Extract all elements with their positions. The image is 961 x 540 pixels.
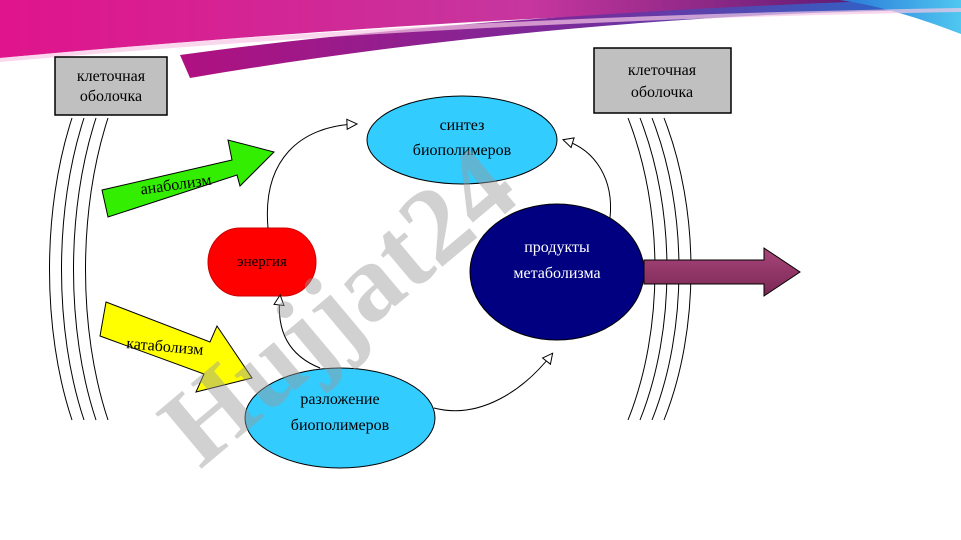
connector-arrows xyxy=(266,124,612,412)
metabolism-products-line2: метаболизма xyxy=(513,265,600,282)
breakdown-line2: биополимеров xyxy=(291,417,390,434)
metabolism-products-line1: продукты xyxy=(524,239,590,256)
synthesis-line1: синтез xyxy=(440,117,485,134)
cell-membrane-right-line2: оболочка xyxy=(631,84,693,101)
cell-membrane-left-line2: оболочка xyxy=(80,88,142,105)
metabolism-products-node: продукты метаболизма xyxy=(469,203,645,341)
synthesis-line2: биополимеров xyxy=(413,142,512,159)
energy-to-synthesis-arrow xyxy=(266,124,356,229)
cell-membrane-left-box: клеточная оболочка xyxy=(54,56,168,116)
cell-membrane-right-box: клеточная оболочка xyxy=(593,47,732,114)
left-membrane-arcs xyxy=(49,117,109,421)
output-arrow xyxy=(643,247,801,297)
energy-label: энергия xyxy=(237,254,287,270)
cell-membrane-right-line1: клеточная xyxy=(628,62,697,79)
energy-node: энергия xyxy=(207,227,317,297)
anabolism-arrow: анаболизм xyxy=(101,139,275,218)
cell-membrane-left-line1: клеточная xyxy=(77,68,146,85)
catabolism-arrow: катаболизм xyxy=(99,301,253,393)
breakdown-line1: разложение xyxy=(300,391,379,408)
products-to-synthesis-arrow xyxy=(564,140,612,219)
breakdown-to-products-arrow xyxy=(433,354,552,412)
breakdown-node: разложение биополимеров xyxy=(244,367,436,469)
catabolism-label: катаболизм xyxy=(126,335,204,359)
breakdown-to-energy-arrow xyxy=(279,296,321,369)
synthesis-node: синтез биополимеров xyxy=(366,95,558,185)
header-swoosh xyxy=(0,0,961,78)
